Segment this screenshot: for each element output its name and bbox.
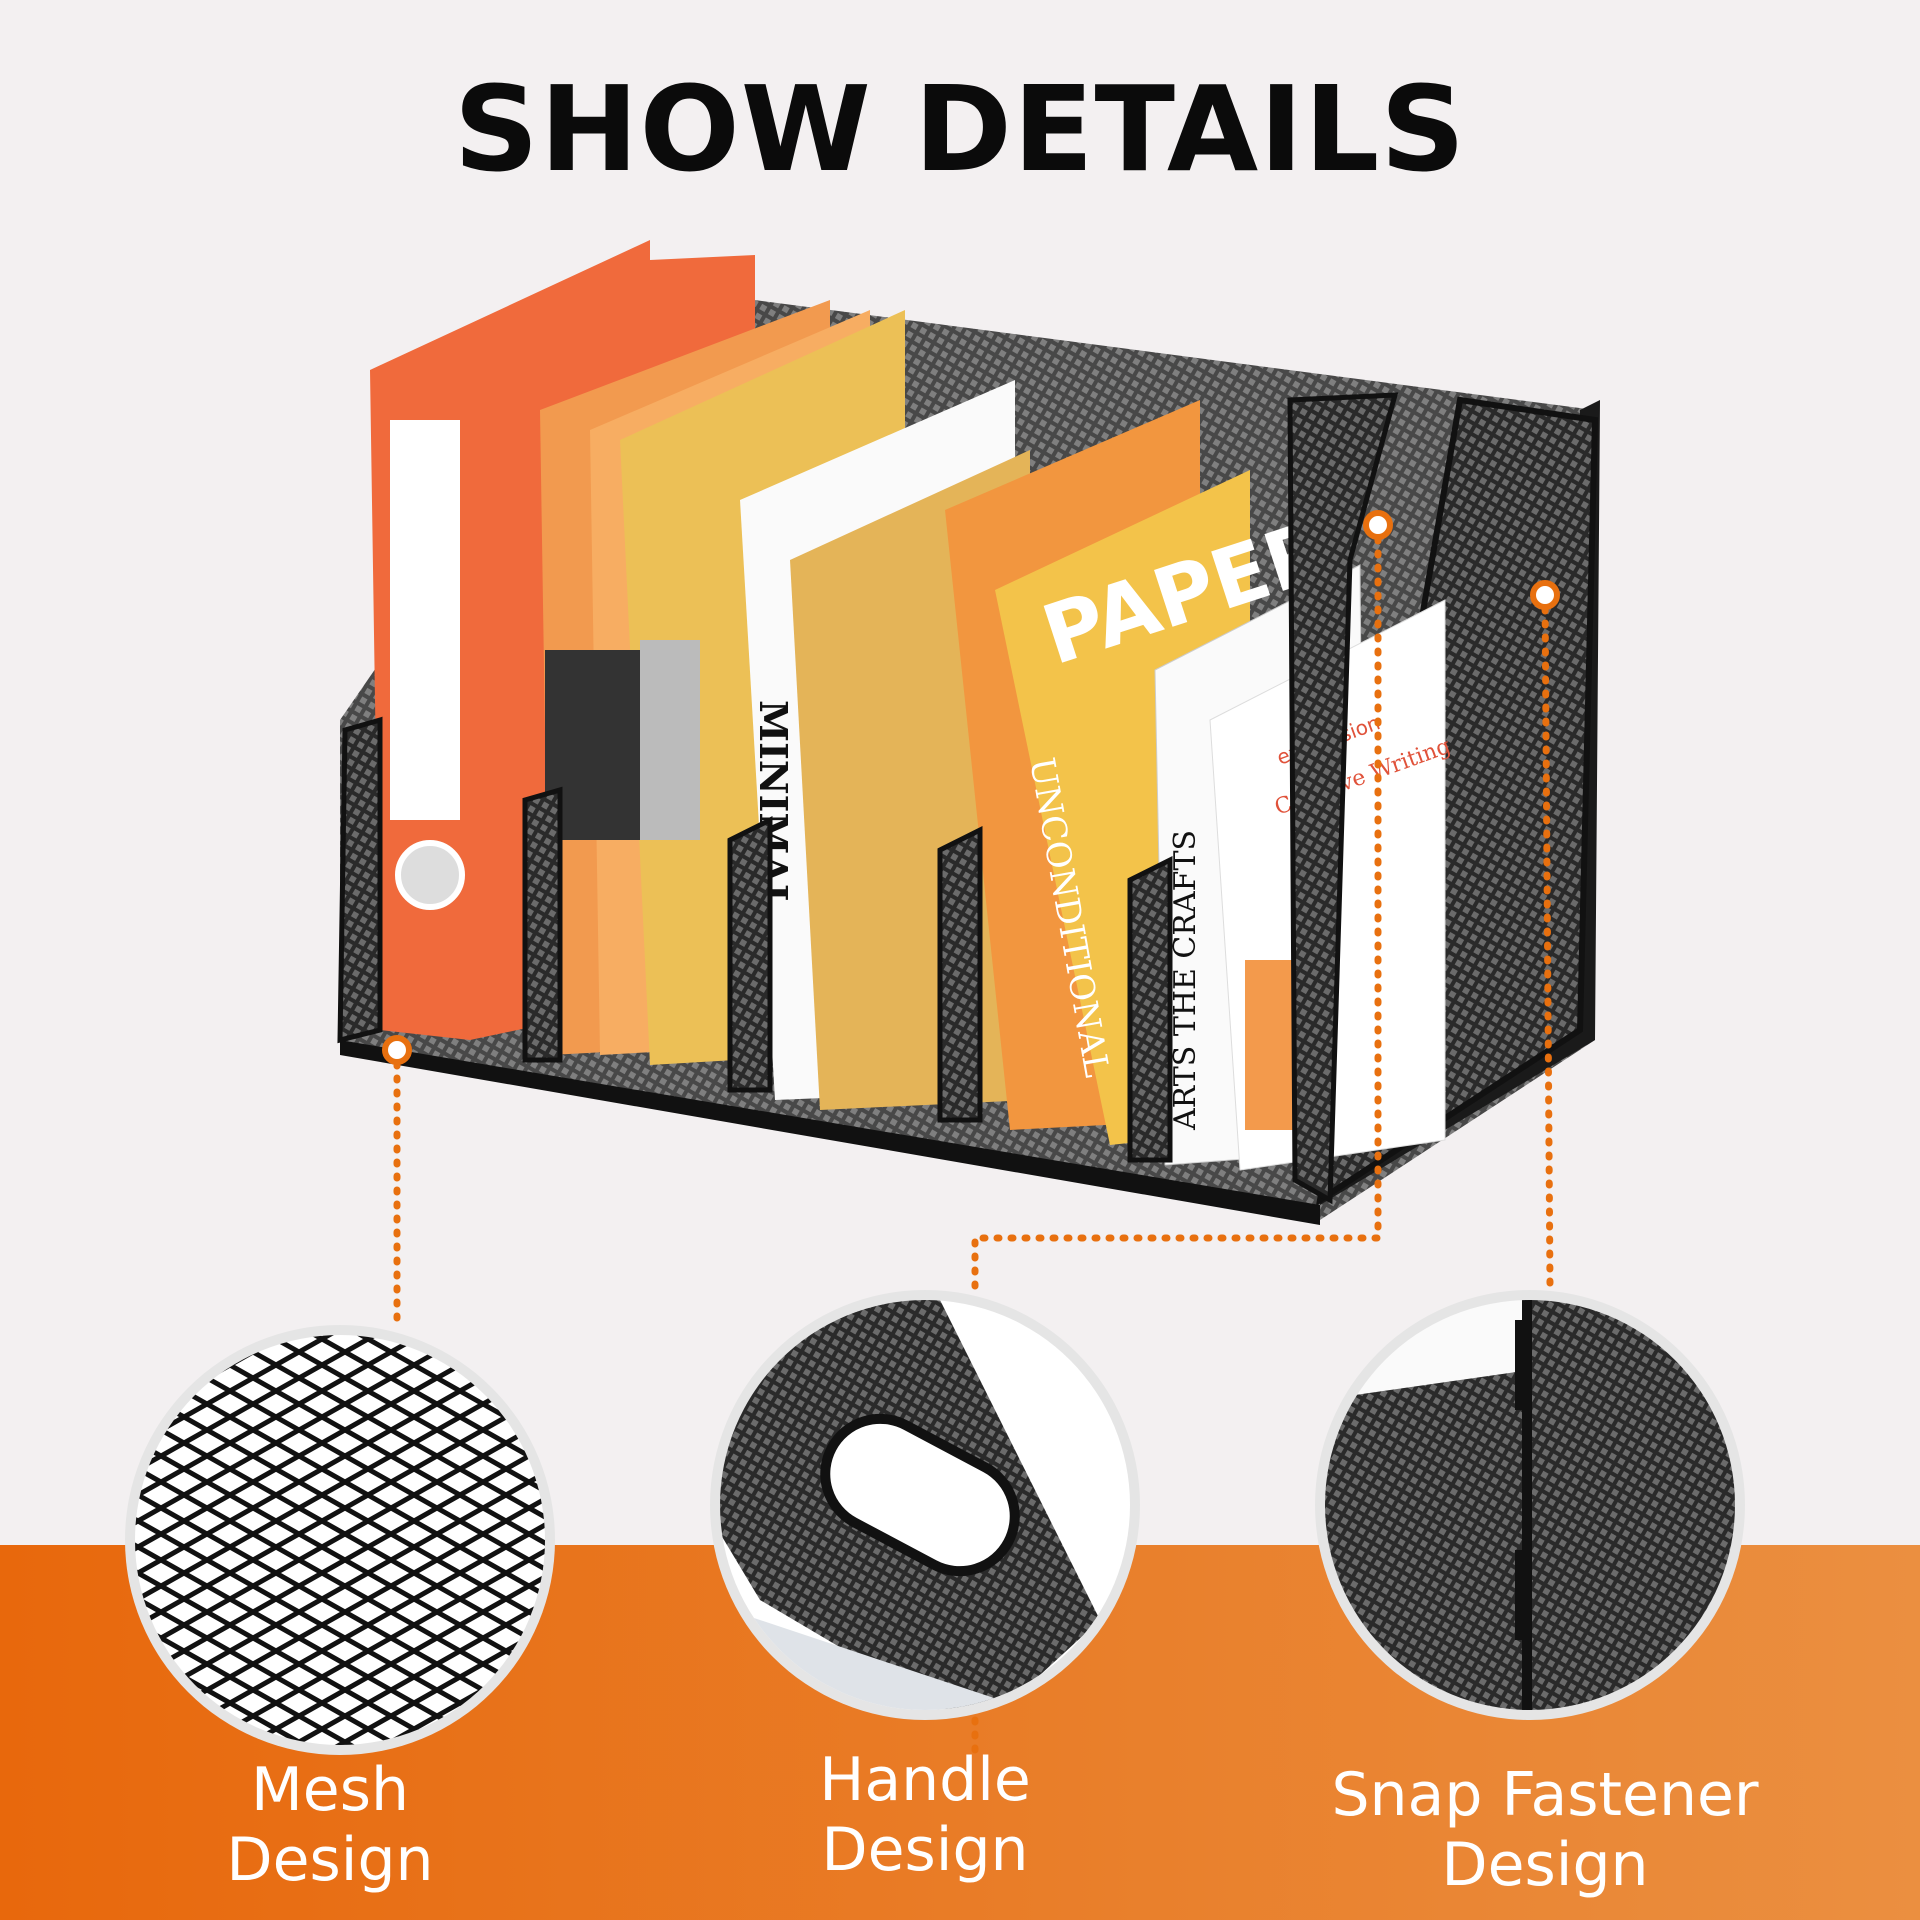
detail-circle-mesh: [125, 1325, 555, 1755]
label-line: Mesh: [251, 1755, 409, 1825]
page-title: SHOW DETAILS: [453, 60, 1467, 198]
mesh-dividers: [337, 392, 1399, 1205]
book-title-arts: ARTS THE CRAFTS: [1168, 830, 1203, 1131]
label-line: Snap Fastener: [1331, 1760, 1759, 1830]
detail-label-snap-fastener: Snap Fastener Design: [1290, 1760, 1800, 1900]
leader-lines: [393, 521, 1554, 1764]
detail-label-mesh: Mesh Design: [130, 1755, 530, 1895]
detail-circle-snap-fastener: [1315, 1290, 1745, 1720]
detail-circle-handle: [710, 1290, 1140, 1720]
label-line: Design: [1441, 1830, 1649, 1900]
callout-dots: [382, 510, 1560, 1065]
label-line: Design: [226, 1825, 434, 1895]
label-line: Handle: [819, 1745, 1031, 1815]
label-line: Design: [821, 1815, 1029, 1885]
detail-label-handle: Handle Design: [720, 1745, 1130, 1885]
